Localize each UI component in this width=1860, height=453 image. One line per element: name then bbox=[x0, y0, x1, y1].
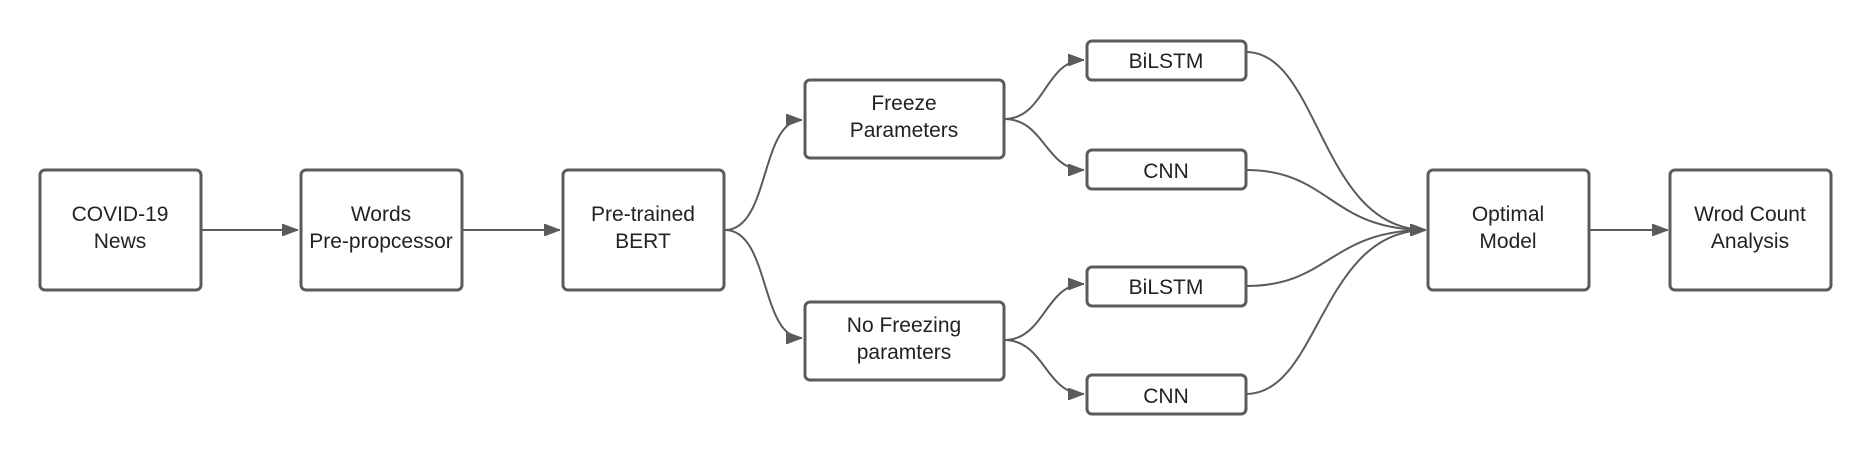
node-no-freezing-parameters-line-1: No Freezing bbox=[847, 314, 961, 337]
node-bilstm-unfrozen: BiLSTM bbox=[1085, 265, 1248, 308]
node-freeze-parameters-box bbox=[803, 78, 1006, 160]
node-bilstm-frozen-label: BiLSTM bbox=[1129, 50, 1204, 73]
node-freeze-parameters-line-2: Parameters bbox=[850, 119, 959, 142]
edge-no-freezing-to-cnn bbox=[1003, 339, 1084, 394]
node-cnn-unfrozen: CNN bbox=[1085, 373, 1248, 416]
edge-bert-to-no-freezing bbox=[724, 229, 803, 338]
node-bilstm-unfrozen-label: BiLSTM bbox=[1129, 276, 1204, 299]
node-pretrained-bert-line-1: Pre-trained bbox=[591, 203, 695, 226]
edges bbox=[201, 51, 1668, 395]
node-word-count-analysis: Wrod Count Analysis bbox=[1668, 168, 1833, 292]
node-words-preprocessor-line-1: Words bbox=[351, 203, 411, 226]
edge-bert-to-freeze bbox=[724, 120, 803, 231]
node-pretrained-bert-box bbox=[561, 168, 726, 292]
node-cnn-frozen: CNN bbox=[1085, 148, 1248, 191]
node-covid-news-line-1: COVID-19 bbox=[72, 203, 169, 226]
edge-bilstm-frozen-to-optimal bbox=[1245, 51, 1426, 230]
node-optimal-model-line-2: Model bbox=[1479, 230, 1536, 253]
node-pretrained-bert: Pre-trained BERT bbox=[561, 168, 726, 292]
node-optimal-model-box bbox=[1426, 168, 1591, 292]
node-covid-news-line-2: News bbox=[94, 230, 147, 253]
node-no-freezing-parameters-line-2: paramters bbox=[857, 341, 952, 364]
node-bilstm-unfrozen-box bbox=[1085, 265, 1248, 308]
node-freeze-parameters-line-1: Freeze bbox=[871, 92, 936, 115]
node-cnn-unfrozen-box bbox=[1085, 373, 1248, 416]
edge-cnn-unfrozen-to-optimal bbox=[1245, 230, 1426, 395]
node-cnn-unfrozen-label: CNN bbox=[1143, 385, 1189, 408]
node-word-count-analysis-line-2: Analysis bbox=[1711, 230, 1789, 253]
node-bilstm-frozen: BiLSTM bbox=[1085, 39, 1248, 82]
node-words-preprocessor-box bbox=[299, 168, 464, 292]
node-optimal-model: Optimal Model bbox=[1426, 168, 1591, 292]
edge-freeze-to-bilstm bbox=[1003, 60, 1085, 120]
edge-no-freezing-to-bilstm bbox=[1003, 284, 1084, 341]
node-no-freezing-parameters-box bbox=[803, 300, 1006, 382]
node-cnn-frozen-label: CNN bbox=[1143, 160, 1189, 183]
edge-freeze-to-cnn bbox=[1003, 118, 1084, 170]
node-word-count-analysis-line-1: Wrod Count bbox=[1694, 203, 1806, 226]
node-optimal-model-line-1: Optimal bbox=[1472, 203, 1544, 226]
node-cnn-frozen-box bbox=[1085, 148, 1248, 191]
node-words-preprocessor-line-2: Pre-propcessor bbox=[309, 230, 453, 253]
node-words-preprocessor: Words Pre-propcessor bbox=[299, 168, 464, 292]
edge-bilstm-unfrozen-to-optimal bbox=[1245, 230, 1426, 287]
node-covid-news-box bbox=[38, 168, 203, 292]
node-no-freezing-parameters: No Freezing paramters bbox=[803, 300, 1006, 382]
node-pretrained-bert-line-2: BERT bbox=[615, 230, 671, 253]
node-bilstm-frozen-box bbox=[1085, 39, 1248, 82]
node-freeze-parameters: Freeze Parameters bbox=[803, 78, 1006, 160]
node-covid-news: COVID-19 News bbox=[38, 168, 203, 292]
edge-cnn-frozen-to-optimal bbox=[1245, 169, 1426, 230]
node-word-count-analysis-box bbox=[1668, 168, 1833, 292]
